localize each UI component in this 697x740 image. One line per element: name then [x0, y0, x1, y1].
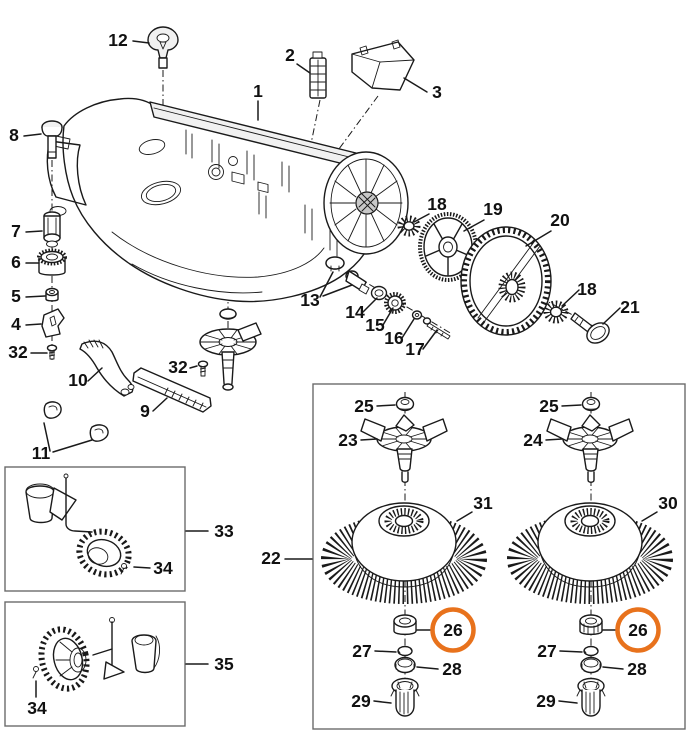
part-label-25-right: 25 — [539, 396, 559, 416]
inset-box-35 — [4, 601, 186, 727]
part-label-6: 6 — [11, 252, 21, 272]
part-label-16: 16 — [384, 328, 404, 348]
part-29-right-drawing — [576, 677, 606, 717]
part-label-7: 7 — [11, 221, 21, 241]
part-label-2: 2 — [285, 45, 295, 65]
part-34-first-drawing — [120, 563, 127, 575]
part-label-28-right: 28 — [627, 659, 647, 679]
part-label-13: 13 — [300, 290, 320, 310]
part-25-right-drawing — [581, 396, 601, 412]
part-28-right-drawing — [580, 656, 602, 674]
part-17-drawing — [422, 317, 451, 340]
part-31-drawing — [321, 502, 487, 604]
inset-box-33 — [4, 466, 186, 592]
deck-spindle-drawing — [199, 308, 262, 391]
part-label-27-left: 27 — [352, 641, 371, 661]
part-28-left-drawing — [394, 656, 416, 674]
part-7-drawing — [43, 211, 61, 248]
part-label-5: 5 — [11, 286, 21, 306]
part-label-4: 4 — [11, 314, 21, 334]
part-15-drawing — [384, 292, 406, 314]
deck-assembly-drawing — [46, 97, 409, 303]
part-21-drawing — [570, 312, 610, 344]
part-label-17: 17 — [405, 339, 424, 359]
part-label-32-right: 32 — [168, 357, 188, 377]
part-label-24: 24 — [523, 430, 543, 450]
part-label-12: 12 — [108, 30, 128, 50]
part-27-right-drawing — [583, 645, 599, 657]
part-27-left-drawing — [397, 645, 413, 657]
leader-lines — [23, 40, 658, 704]
part-label-19: 19 — [483, 199, 503, 219]
part-label-28-left: 28 — [442, 659, 462, 679]
part-18-second-drawing — [543, 300, 569, 324]
part-34-second-drawing — [32, 666, 39, 679]
part-label-32-left: 32 — [8, 342, 28, 362]
part-label-3: 3 — [432, 82, 442, 102]
part-24-drawing — [546, 414, 634, 483]
part-3-drawing — [351, 39, 415, 91]
part-label-34-second: 34 — [27, 698, 47, 718]
part-label-23: 23 — [338, 430, 358, 450]
part-label-8: 8 — [9, 125, 19, 145]
part-label-27-right: 27 — [537, 641, 556, 661]
part-26-left-drawing — [393, 614, 417, 636]
part-26-right-drawing — [579, 614, 603, 636]
part-label-21: 21 — [620, 297, 640, 317]
part-label-29-left: 29 — [351, 691, 371, 711]
part-label-35: 35 — [214, 654, 234, 674]
part-label-30: 30 — [658, 493, 678, 513]
part-label-11: 11 — [32, 443, 51, 463]
inset-box-22 — [312, 383, 686, 730]
part-12-drawing — [147, 26, 179, 69]
part-label-14: 14 — [345, 302, 365, 322]
part-20-drawing — [460, 226, 552, 336]
part-label-33: 33 — [214, 521, 234, 541]
part-label-9: 9 — [140, 401, 150, 421]
part-label-18-first: 18 — [427, 194, 447, 214]
part-32-right-drawing — [197, 360, 209, 377]
part-11-drawing — [43, 401, 109, 442]
part-label-10: 10 — [68, 370, 88, 390]
part-label-31: 31 — [473, 493, 493, 513]
part-6-drawing — [37, 248, 67, 276]
part-14-drawing — [370, 285, 388, 301]
highlight-circle-26-right — [615, 607, 661, 653]
part-29-left-drawing — [390, 677, 420, 717]
part-9-drawing — [132, 367, 212, 413]
part-label-18-second: 18 — [577, 279, 597, 299]
part-label-22: 22 — [261, 548, 281, 568]
part-13-group-drawing — [325, 256, 370, 295]
part-18-first-drawing — [397, 215, 421, 237]
part-label-20: 20 — [550, 210, 570, 230]
part-8-drawing — [41, 120, 63, 159]
highlight-circle-26-left — [430, 607, 476, 653]
part-23-drawing — [360, 414, 448, 483]
part-label-26-right: 26 — [628, 620, 648, 640]
part-number-labels: 12 2 3 1 8 18 19 20 7 6 5 4 32 13 14 15 … — [8, 30, 678, 718]
deck-wheel-drawing — [323, 151, 409, 255]
part-4-drawing — [41, 308, 65, 338]
part-label-29-right: 29 — [536, 691, 556, 711]
part-2-drawing — [309, 51, 327, 99]
part-32-left-drawing — [46, 344, 58, 360]
brush-assembly-right — [507, 396, 673, 717]
part-5-drawing — [45, 287, 59, 302]
part-25-left-drawing — [395, 396, 415, 412]
brush-assembly-left — [321, 396, 487, 717]
part-label-1: 1 — [253, 81, 263, 101]
part-label-26-left: 26 — [443, 620, 463, 640]
part-label-34-first: 34 — [153, 558, 173, 578]
part-10-drawing — [79, 339, 135, 397]
part-30-drawing — [507, 502, 673, 604]
part-label-15: 15 — [365, 315, 385, 335]
part-label-25-left: 25 — [354, 396, 374, 416]
part-16-drawing — [411, 310, 423, 320]
part-33-cup — [25, 485, 55, 524]
